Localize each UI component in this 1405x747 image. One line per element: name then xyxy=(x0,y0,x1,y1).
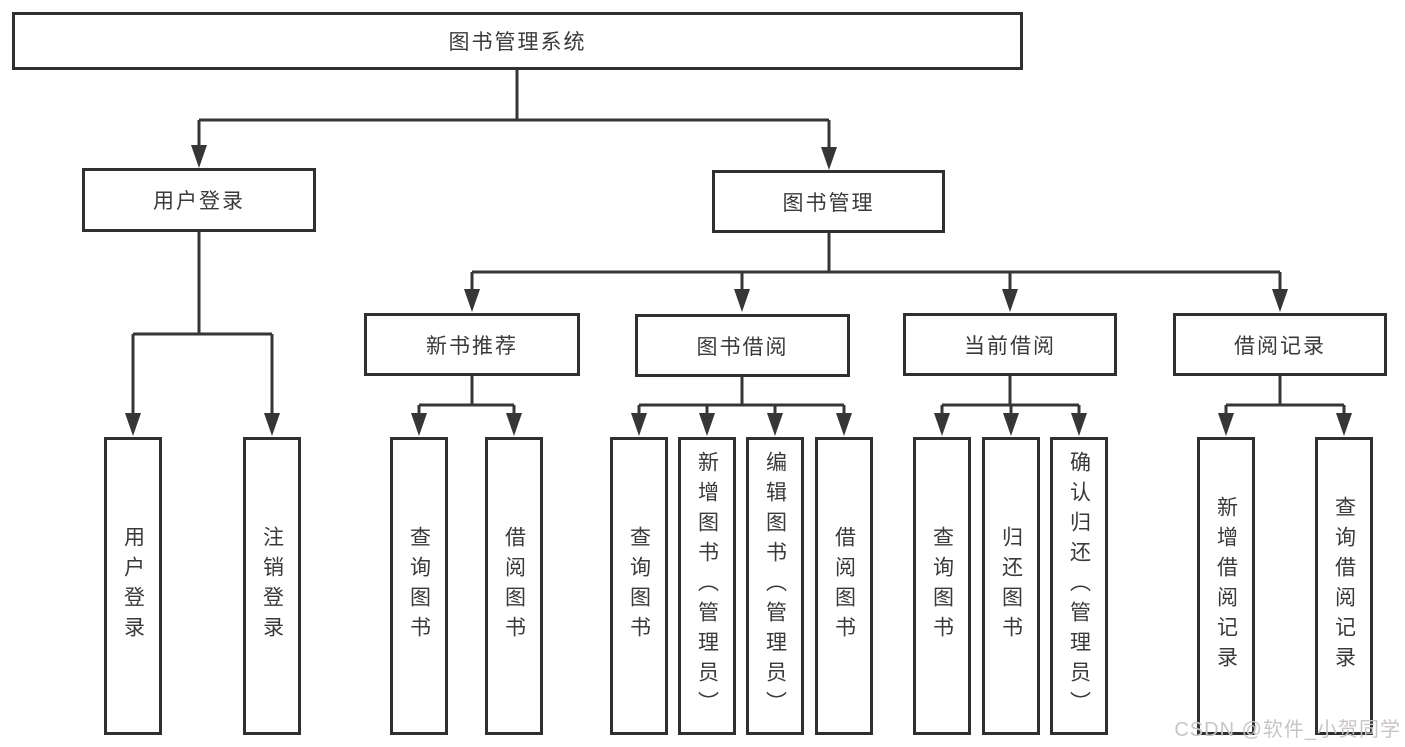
arrowhead xyxy=(264,413,280,436)
node-label: 用户登录 xyxy=(121,526,145,646)
node-label: 借阅图书 xyxy=(832,526,856,646)
node-user-login: 用户登录 xyxy=(82,168,316,232)
node-label: 图书借阅 xyxy=(696,335,789,359)
node-label: 图书管理系统 xyxy=(448,31,587,54)
node-label: 查询图书 xyxy=(627,526,651,646)
leaf-user-login: 用户登录 xyxy=(104,437,162,735)
node-borrowing-records: 借阅记录 xyxy=(1173,313,1387,376)
arrowhead xyxy=(1002,289,1018,312)
node-label: 查询图书 xyxy=(407,526,431,646)
node-book-borrowing: 图书借阅 xyxy=(635,314,850,377)
node-label: 确认归还（管理员） xyxy=(1067,451,1091,721)
arrowhead xyxy=(125,413,141,436)
node-current-borrowing: 当前借阅 xyxy=(903,313,1117,376)
node-label: 新增借阅记录 xyxy=(1214,496,1238,676)
node-label: 当前借阅 xyxy=(964,334,1056,358)
node-label: 借阅图书 xyxy=(502,526,526,646)
arrowhead xyxy=(734,289,750,312)
leaf-add-borrow-record: 新增借阅记录 xyxy=(1197,437,1255,735)
arrowhead xyxy=(1336,413,1352,436)
node-label: 查询借阅记录 xyxy=(1332,496,1356,676)
arrowhead xyxy=(934,413,950,436)
node-label: 新增图书（管理员） xyxy=(695,451,719,721)
node-label: 图书管理 xyxy=(782,191,875,215)
leaf-add-books-admin: 新增图书（管理员） xyxy=(678,437,736,735)
leaf-query-books-current: 查询图书 xyxy=(913,437,971,735)
leaf-logout: 注销登录 xyxy=(243,437,301,735)
node-new-book-recommendation: 新书推荐 xyxy=(364,313,580,376)
leaf-query-books-borrowing: 查询图书 xyxy=(610,437,668,735)
node-label: 注销登录 xyxy=(260,526,284,646)
node-library-management-system: 图书管理系统 xyxy=(12,12,1023,70)
arrowhead xyxy=(699,413,715,436)
leaf-query-borrow-record: 查询借阅记录 xyxy=(1315,437,1373,735)
node-label: 新书推荐 xyxy=(426,334,518,358)
arrowhead xyxy=(836,413,852,436)
arrowhead xyxy=(1218,413,1234,436)
leaf-borrow-books-borrowing: 借阅图书 xyxy=(815,437,873,735)
leaf-query-books-recommend: 查询图书 xyxy=(390,437,448,735)
arrowhead xyxy=(631,413,647,436)
arrowhead xyxy=(411,413,427,436)
leaf-return-books: 归还图书 xyxy=(982,437,1040,735)
arrowhead xyxy=(1272,289,1288,312)
node-label: 编辑图书（管理员） xyxy=(763,451,787,721)
arrowhead xyxy=(191,145,207,168)
node-label: 查询图书 xyxy=(930,526,954,646)
node-label: 借阅记录 xyxy=(1234,334,1326,358)
leaf-borrow-books-recommend: 借阅图书 xyxy=(485,437,543,735)
arrowhead xyxy=(767,413,783,436)
csdn-watermark: CSDN @软件_小贺同学 xyxy=(1174,719,1401,741)
node-label: 用户登录 xyxy=(153,190,245,213)
leaf-confirm-return-admin: 确认归还（管理员） xyxy=(1050,437,1108,735)
arrowhead xyxy=(464,289,480,312)
arrowhead xyxy=(506,413,522,436)
node-book-management: 图书管理 xyxy=(712,170,945,233)
arrowhead xyxy=(1071,413,1087,436)
leaf-edit-books-admin: 编辑图书（管理员） xyxy=(746,437,804,735)
arrowhead xyxy=(821,147,837,170)
arrowhead xyxy=(1003,413,1019,436)
node-label: 归还图书 xyxy=(999,526,1023,646)
